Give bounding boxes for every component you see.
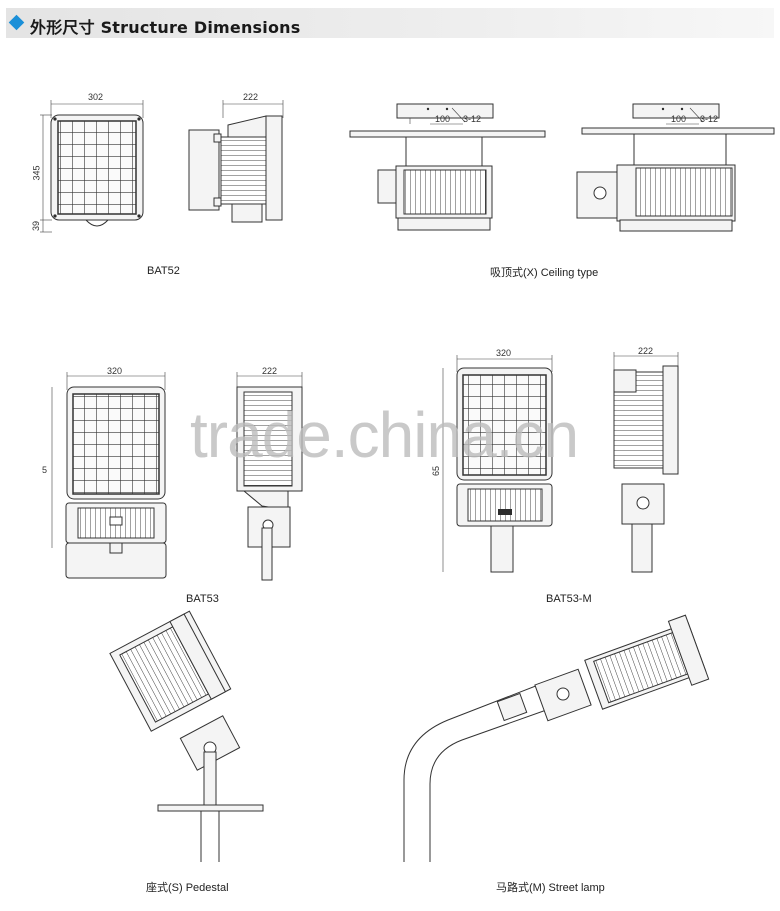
bat52-width-label: 302 [88, 92, 104, 102]
ceiling-view-1 [349, 103, 546, 231]
section-header: 外形尺寸 Structure Dimensions [6, 8, 774, 38]
ceiling1-dim-a: 100 [435, 114, 451, 124]
bat53m-width-label: 320 [496, 348, 512, 358]
bat53m-side-view [613, 352, 679, 573]
pedestal-caption: 座式(S) Pedestal [146, 882, 229, 894]
bat52-caption: BAT52 [147, 265, 180, 277]
bat53-side-view [236, 372, 303, 581]
ceiling2-dim-b: 3-12 [700, 114, 719, 124]
bat52-depth-label: 222 [243, 92, 259, 102]
bat53-caption: BAT53 [186, 593, 219, 605]
watermark: trade.china.cn [190, 399, 579, 471]
bat52-base-label: 39 [31, 220, 42, 232]
pedestal-view [109, 610, 264, 862]
ceiling-caption: 吸顶式(X) Ceiling type [490, 267, 599, 279]
ceiling1-dim-b: 3-12 [463, 114, 482, 124]
ceiling-view-2 [576, 103, 775, 232]
bat53-front-view [51, 372, 167, 579]
bat53m-front-view [442, 355, 553, 573]
ceiling2-dim-a: 100 [671, 114, 687, 124]
street-lamp-view [403, 614, 710, 862]
bat53-height-label: 5 [42, 465, 48, 475]
bat52-front-view [40, 100, 144, 233]
bat53-depth-label: 222 [262, 366, 278, 376]
bat53m-depth-label: 222 [638, 346, 654, 356]
section-title: 外形尺寸 Structure Dimensions [30, 18, 301, 37]
bat52-height-label: 345 [31, 165, 42, 181]
bat53-width-label: 320 [107, 366, 123, 376]
bat52-side-view [188, 100, 284, 223]
street-lamp-caption: 马路式(M) Street lamp [496, 882, 605, 894]
bat53m-caption: BAT53-M [546, 593, 592, 605]
